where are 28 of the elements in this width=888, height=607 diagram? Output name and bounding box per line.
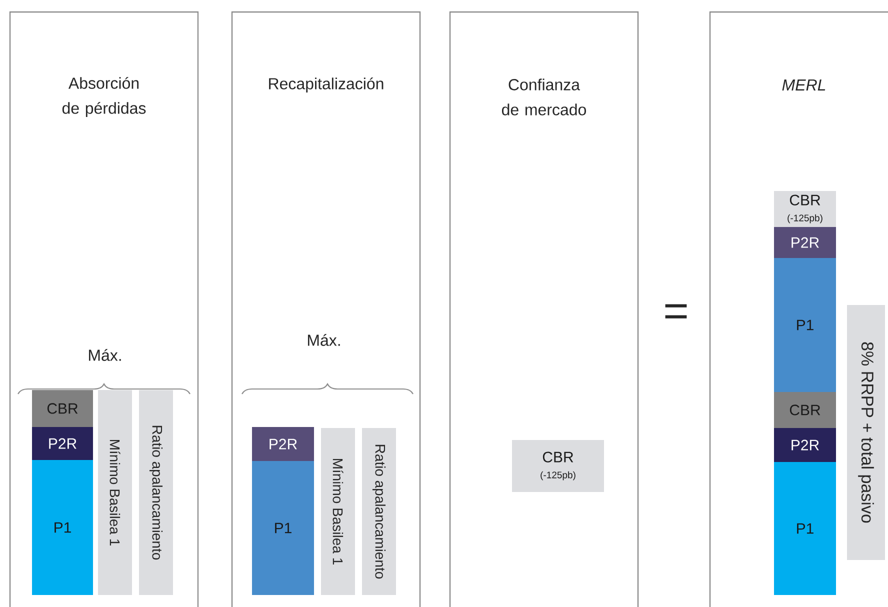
requirement-bar: Mínimo Basilea 1 (98, 390, 132, 595)
column-panel (9, 11, 199, 607)
panel-heading: Confianza de mercado (502, 78, 586, 116)
capital-block: P2R (32, 426, 93, 460)
capital-block: P1 (32, 460, 93, 595)
capital-block: P1 (774, 462, 836, 595)
requirement-bar: Mínimo Basilea 1 (321, 428, 355, 595)
capital-block: P1 (774, 258, 836, 392)
capital-block: CBR (774, 392, 836, 428)
panel-heading: Absorción de pérdidas (62, 76, 146, 118)
capital-block: CBR (-125pb) (512, 440, 604, 492)
column-panel (449, 11, 639, 607)
capital-block: P2R (252, 426, 314, 461)
panel-heading: MERL (782, 79, 826, 90)
requirement-bar: 8% RRPP + total pasivo (847, 305, 885, 560)
equals-sign: = (665, 304, 687, 318)
capital-block: CBR (32, 390, 93, 427)
column-panel (709, 11, 888, 607)
requirement-bar: Ratio apalancamiento (362, 428, 396, 595)
capital-block: P1 (252, 460, 314, 595)
requirement-bar: Ratio apalancamiento (139, 390, 173, 595)
capital-block: P2R (774, 227, 836, 258)
panel-heading: Recapitalización (269, 77, 384, 93)
column-panel (231, 11, 421, 607)
max-label: Máx. (308, 334, 340, 346)
capital-block: CBR (-125pb) (774, 190, 836, 227)
max-label: Máx. (89, 349, 121, 361)
capital-block: P2R (774, 428, 836, 462)
